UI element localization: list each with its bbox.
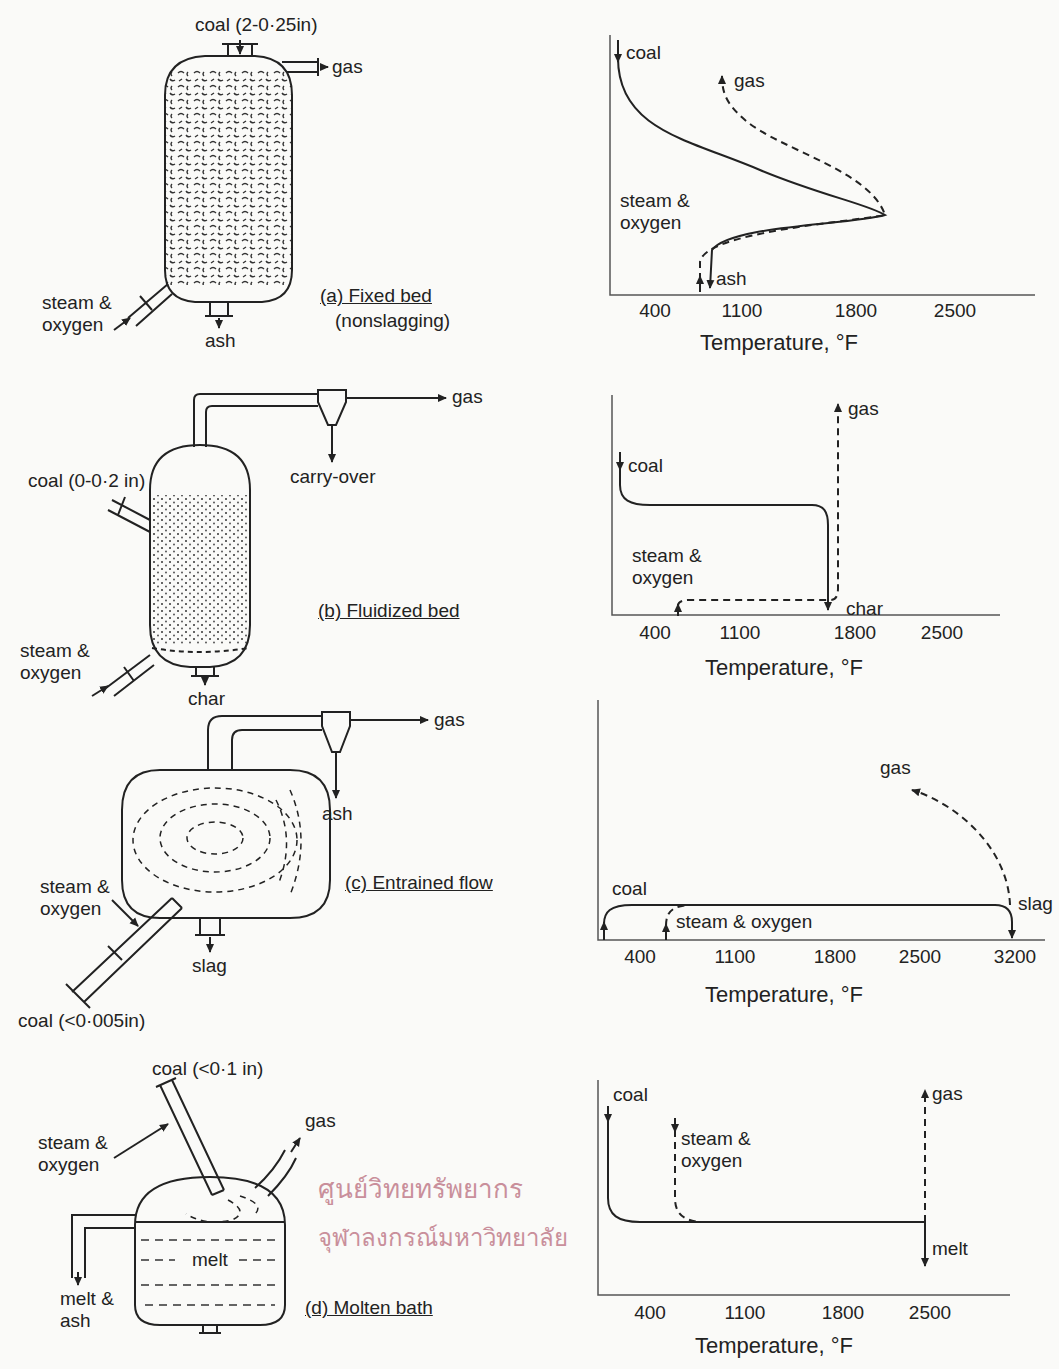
tick-label: 1100 (725, 1302, 766, 1324)
inlet-label: steam & oxygen (42, 292, 132, 336)
panel-caption: (c) Entrained flow (345, 872, 493, 894)
curve-label: steam & oxygen (681, 1128, 771, 1172)
outlet-label: gas (434, 709, 465, 731)
curve-label: char (846, 598, 883, 620)
outlet-label: slag (192, 955, 227, 977)
inlet-label: steam & oxygen (40, 876, 130, 920)
bath-vessel: melt (115, 1165, 305, 1335)
tick-label: 1800 (814, 946, 856, 968)
fluidized-bed-vessel (92, 390, 446, 696)
curve-label: coal (612, 878, 647, 900)
curve-label: gas (848, 398, 879, 420)
curve-label: ash (716, 268, 747, 290)
watermark: ศูนย์วิทยทรัพยากร (318, 1175, 523, 1205)
outlet-label: melt & ash (60, 1288, 125, 1332)
outlet-label: char (188, 688, 225, 710)
molten-bath-piping (72, 1078, 300, 1285)
entrained-flow-vessel (66, 712, 428, 1008)
tick-label: 1100 (720, 622, 761, 644)
curve-label: coal (626, 42, 661, 64)
tick-label: 1100 (715, 946, 756, 968)
outlet-label: ash (205, 330, 236, 352)
axis-title: Temperature, °F (695, 1333, 853, 1358)
outlet-label: ash (322, 803, 353, 825)
fixed-bed-vessel (114, 40, 328, 330)
tick-label: 2500 (909, 1302, 951, 1324)
curve-label: coal (628, 455, 663, 477)
curve-label: gas (880, 757, 911, 779)
axis-title: Temperature, °F (705, 655, 863, 680)
tick-label: 1100 (722, 300, 763, 322)
tick-label: 400 (639, 300, 671, 322)
feed-label: coal (0-0·2 in) (28, 470, 145, 492)
panel-caption: (b) Fluidized bed (318, 600, 460, 622)
temperature-profiles (598, 35, 1045, 1295)
feed-label: coal (<0·005in) (18, 1010, 145, 1032)
tick-label: 2500 (934, 300, 976, 322)
outlet-label: carry-over (290, 466, 376, 488)
tick-label: 2500 (921, 622, 963, 644)
curve-label: steam & oxygen (676, 911, 812, 933)
tick-label: 3200 (994, 946, 1036, 968)
curve-label: gas (734, 70, 765, 92)
tick-label: 400 (634, 1302, 666, 1324)
tick-label: 2500 (899, 946, 941, 968)
curve-label: melt (932, 1238, 968, 1260)
tick-label: 1800 (822, 1302, 864, 1324)
panel-caption: (a) Fixed bed (320, 285, 432, 307)
outlet-label: gas (305, 1110, 336, 1132)
axis-title: Temperature, °F (705, 982, 863, 1007)
panel-caption: (nonslagging) (335, 310, 450, 332)
curve-label: steam & oxygen (620, 190, 710, 234)
axis-title: Temperature, °F (700, 330, 858, 355)
outlet-label: gas (332, 56, 363, 78)
tick-label: 400 (639, 622, 671, 644)
curve-label: coal (613, 1084, 648, 1106)
feed-label: coal (2-0·25in) (195, 14, 318, 36)
tick-label: 400 (624, 946, 656, 968)
curve-label: gas (932, 1083, 963, 1105)
tick-label: 1800 (835, 300, 877, 322)
outlet-label: gas (452, 386, 483, 408)
watermark: จุฬาลงกรณ์มหาวิทยาลัย (318, 1225, 568, 1253)
panel-caption: (d) Molten bath (305, 1297, 433, 1319)
inlet-label: steam & oxygen (38, 1132, 128, 1176)
vessel-text: melt (192, 1249, 228, 1271)
tick-label: 1800 (834, 622, 876, 644)
curve-label: steam & oxygen (632, 545, 722, 589)
feed-label: coal (<0·1 in) (152, 1058, 263, 1080)
curve-label: slag (1018, 893, 1053, 915)
inlet-label: steam & oxygen (20, 640, 110, 684)
